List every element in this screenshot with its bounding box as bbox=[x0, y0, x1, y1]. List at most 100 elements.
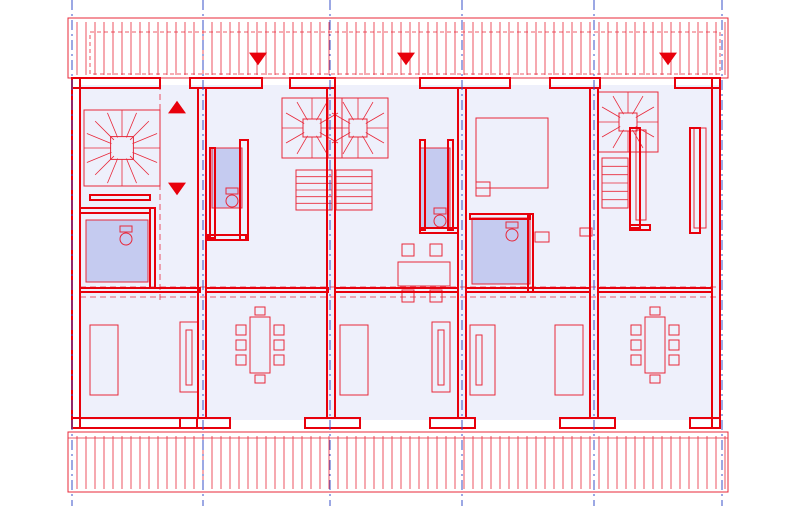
internal-wall bbox=[597, 287, 713, 293]
stair-unit-4-tread bbox=[601, 126, 621, 138]
door-leaf bbox=[579, 227, 593, 237]
toilet-tank bbox=[225, 187, 239, 195]
stair-unit-4-tread bbox=[601, 106, 621, 118]
top-terrace bbox=[67, 17, 729, 79]
entry-arrow-unit-1 bbox=[249, 52, 267, 66]
cabinet-unit-3 bbox=[431, 321, 451, 393]
internal-wall bbox=[527, 213, 534, 293]
party-wall-1 bbox=[197, 87, 207, 419]
internal-wall bbox=[689, 127, 701, 234]
kitchen-chair bbox=[429, 289, 443, 303]
dining-unit-4-chair bbox=[649, 306, 661, 316]
stair-unit-1-tread bbox=[129, 155, 150, 176]
cabinet-inner bbox=[185, 329, 193, 386]
internal-wall bbox=[239, 139, 249, 241]
internal-wall bbox=[629, 127, 641, 229]
grid-axes bbox=[71, 0, 723, 506]
stair-unit-1-tread bbox=[86, 151, 112, 163]
terraces bbox=[67, 17, 729, 493]
bottom-wall bbox=[559, 417, 616, 429]
entry-arrow-unit-2 bbox=[397, 52, 415, 66]
internal-wall bbox=[419, 227, 459, 234]
internal-wall bbox=[205, 287, 329, 293]
stairs bbox=[83, 91, 659, 211]
cabinet-inner bbox=[437, 329, 445, 386]
top-wall bbox=[549, 77, 601, 89]
stair-unit-3b-tread bbox=[365, 112, 385, 124]
floor-area bbox=[80, 85, 720, 420]
dining-unit-2-chair bbox=[235, 354, 247, 366]
dining-unit-4-chair bbox=[668, 324, 680, 336]
stair-unit-1-tread bbox=[94, 155, 115, 176]
dining-unit-4-chair bbox=[668, 339, 680, 351]
stair-unit-1-tread bbox=[125, 158, 137, 184]
stair-unit-3b-tread bbox=[362, 101, 374, 121]
party-wall-2 bbox=[326, 87, 336, 419]
stair-arrow-up bbox=[168, 100, 186, 114]
stair-unit-1-tread bbox=[125, 112, 137, 138]
dining-unit-2-chair bbox=[235, 339, 247, 351]
internal-wall bbox=[207, 234, 247, 241]
dining-unit-2-chair bbox=[273, 339, 285, 351]
dining-unit-4 bbox=[630, 306, 680, 384]
stair-landing bbox=[89, 194, 151, 201]
stair-unit-2b-tread bbox=[296, 101, 308, 121]
toilet-tank bbox=[505, 221, 519, 229]
internal-wall bbox=[629, 224, 651, 231]
markers bbox=[168, 52, 677, 196]
kitchen-chair bbox=[401, 289, 415, 303]
stair-unit-1-tread bbox=[107, 112, 119, 138]
bottom-wall bbox=[429, 417, 476, 429]
toilet-1 bbox=[119, 225, 133, 246]
bottom-terrace bbox=[67, 431, 729, 493]
left-wall bbox=[71, 77, 81, 429]
stair-unit-4-tread bbox=[632, 129, 644, 149]
stair-unit-1-tread bbox=[94, 120, 115, 141]
stair-unit-1-tread bbox=[129, 120, 150, 141]
dining-unit-2-chair bbox=[254, 306, 266, 316]
top-wall bbox=[189, 77, 263, 89]
stair-unit-1-tread bbox=[132, 151, 158, 163]
stair-unit-4-tread bbox=[635, 106, 655, 118]
toilet-bowl bbox=[119, 232, 133, 246]
stair-unit-1 bbox=[83, 109, 161, 187]
stair-unit-3b-tread bbox=[362, 135, 374, 155]
toilet-bowl bbox=[505, 228, 519, 242]
top-wall bbox=[289, 77, 336, 89]
bed bbox=[475, 117, 549, 189]
dining-unit-2-chair bbox=[235, 324, 247, 336]
top-terrace-inner bbox=[89, 31, 721, 75]
bathroom-1 bbox=[85, 219, 149, 283]
dining-unit-4-chair bbox=[630, 324, 642, 336]
dining-unit-2-chair bbox=[273, 354, 285, 366]
stair-unit-2b-tread bbox=[285, 112, 305, 124]
dining-unit-2-chair bbox=[273, 324, 285, 336]
door-leaf bbox=[534, 231, 550, 243]
toilet-tank bbox=[433, 207, 447, 215]
stair-unit-4b bbox=[601, 157, 629, 209]
stair-unit-4-tread bbox=[612, 129, 624, 149]
dining-unit-2-table bbox=[249, 316, 271, 374]
dining-unit-4-table bbox=[644, 316, 666, 374]
floor-fills bbox=[80, 85, 720, 420]
sofa-unit-3 bbox=[339, 324, 369, 396]
bathroom-4 bbox=[471, 217, 531, 285]
stair-unit-1-tread bbox=[132, 133, 158, 145]
stair-unit-3b-tread bbox=[365, 132, 385, 144]
stair-unit-2b-tread bbox=[296, 135, 308, 155]
internal-wall bbox=[447, 139, 454, 231]
internal-wall bbox=[419, 139, 426, 231]
toilet-2 bbox=[225, 187, 239, 208]
top-terrace-border bbox=[67, 17, 729, 79]
dining-unit-4-chair bbox=[649, 374, 661, 384]
sofa-unit-4a bbox=[469, 324, 496, 396]
stair-unit-2b-tread bbox=[316, 101, 328, 121]
stair-unit-4-tread bbox=[612, 95, 624, 115]
stair-unit-2b-tread bbox=[316, 135, 328, 155]
dining-unit-4-chair bbox=[630, 339, 642, 351]
dining-unit-2-chair bbox=[254, 374, 266, 384]
sofa-inner bbox=[475, 334, 483, 386]
bottom-terrace-border bbox=[67, 431, 729, 493]
sofa-unit-1 bbox=[89, 324, 119, 396]
